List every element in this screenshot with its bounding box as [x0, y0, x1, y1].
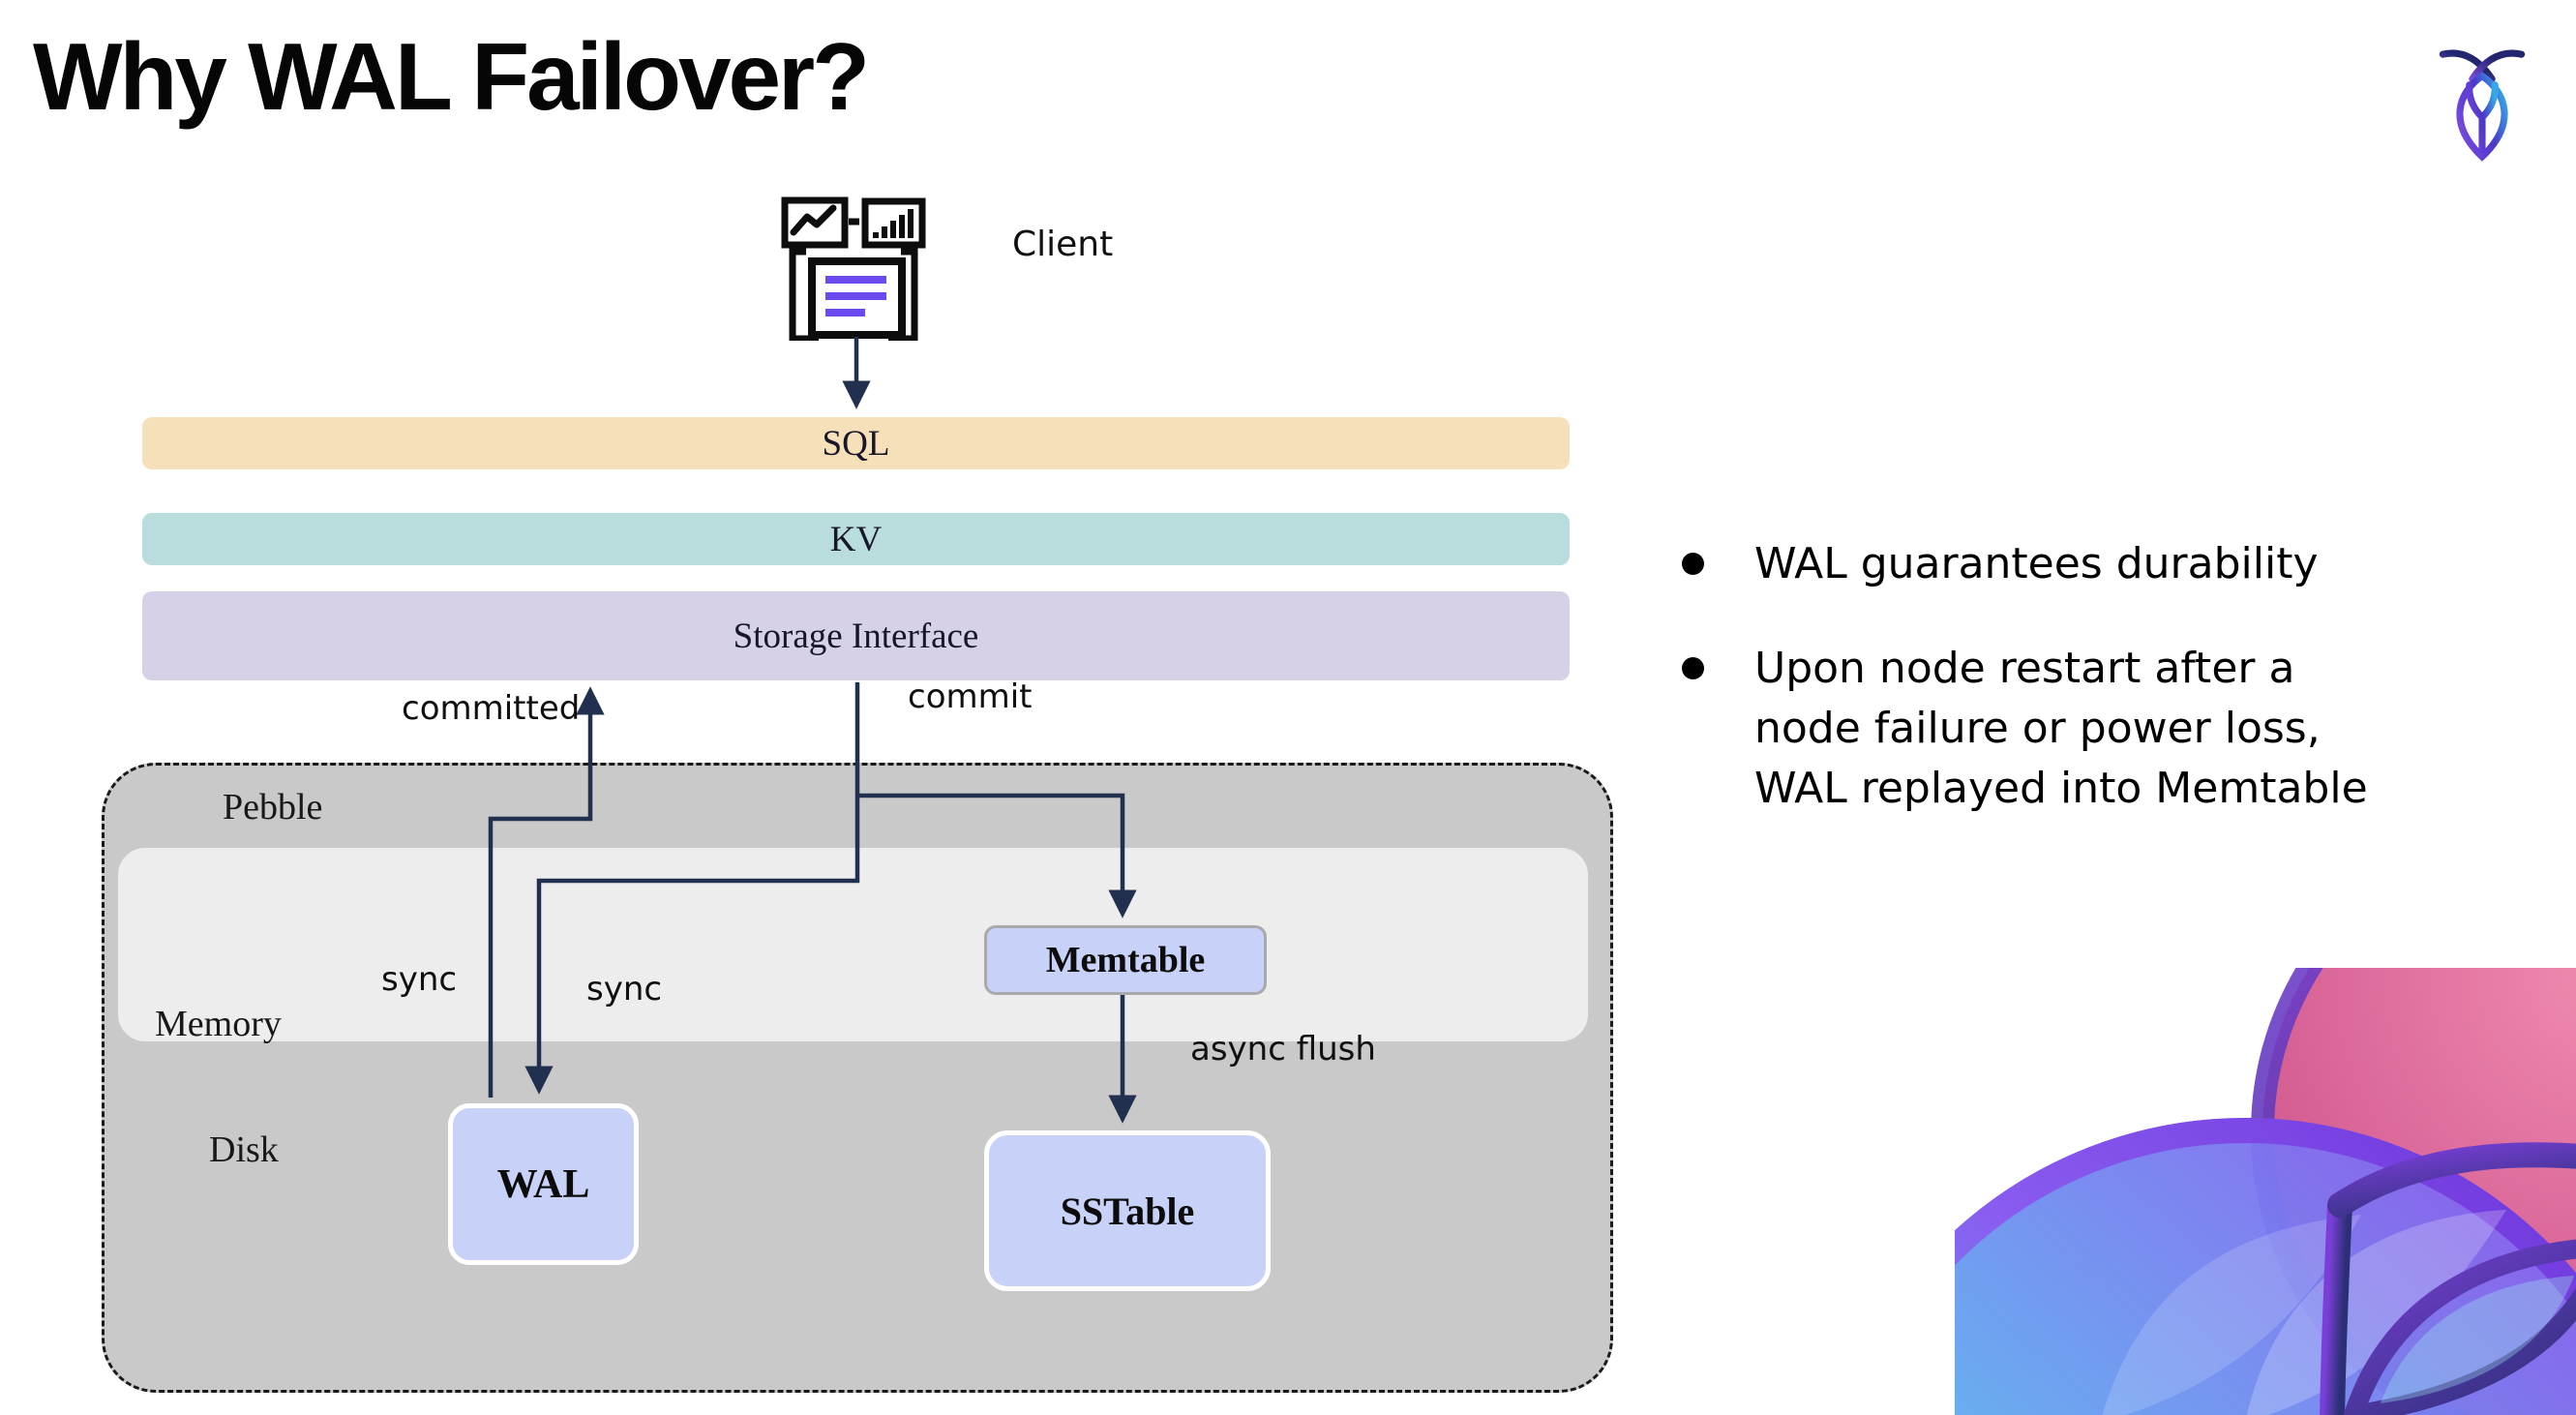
- wal-box: WAL: [448, 1103, 639, 1265]
- sstable-label: SSTable: [1060, 1189, 1195, 1233]
- kv-layer-label: KV: [829, 519, 883, 559]
- commit-edge-label: commit: [908, 677, 1033, 716]
- pebble-label: Pebble: [223, 787, 323, 828]
- client-dashboard-icon: [781, 196, 926, 341]
- storage-interface-layer-bar: Storage Interface: [142, 591, 1570, 680]
- async-flush-edge-label: async flush: [1190, 1030, 1376, 1069]
- storage-interface-label: Storage Interface: [733, 616, 979, 656]
- page-title: Why WAL Failover?: [33, 23, 870, 130]
- bullet-text: WAL guarantees durability: [1754, 539, 2319, 588]
- cockroachdb-logo-icon: [2439, 49, 2526, 162]
- sync-right-edge-label: sync: [586, 970, 663, 1009]
- bar-chart-icon: [861, 197, 926, 249]
- sstable-box: SSTable: [984, 1130, 1271, 1291]
- memory-label: Memory: [155, 1004, 282, 1044]
- committed-edge-label: committed: [402, 689, 581, 728]
- sql-layer-label: SQL: [822, 423, 890, 464]
- wal-label: WAL: [496, 1161, 590, 1207]
- memtable-label: Memtable: [1045, 940, 1206, 980]
- list-item: WAL guarantees durability: [1682, 534, 2485, 594]
- brand-corner-art-icon: [1955, 968, 2576, 1415]
- sync-left-edge-label: sync: [381, 960, 458, 999]
- document-icon: [789, 248, 918, 341]
- bullet-text: Upon node restart after a node failure o…: [1754, 644, 2368, 813]
- disk-label: Disk: [209, 1129, 279, 1170]
- client-label: Client: [1012, 225, 1114, 264]
- sql-layer-bar: SQL: [142, 417, 1570, 469]
- bullet-list: WAL guarantees durability Upon node rest…: [1682, 534, 2485, 863]
- list-item: Upon node restart after a node failure o…: [1682, 639, 2485, 819]
- memory-zone: [118, 848, 1588, 1041]
- memtable-box: Memtable: [984, 925, 1267, 995]
- bullet-icon: [1682, 657, 1704, 679]
- bullet-icon: [1682, 553, 1704, 575]
- line-chart-icon: [781, 196, 849, 249]
- kv-layer-bar: KV: [142, 513, 1570, 565]
